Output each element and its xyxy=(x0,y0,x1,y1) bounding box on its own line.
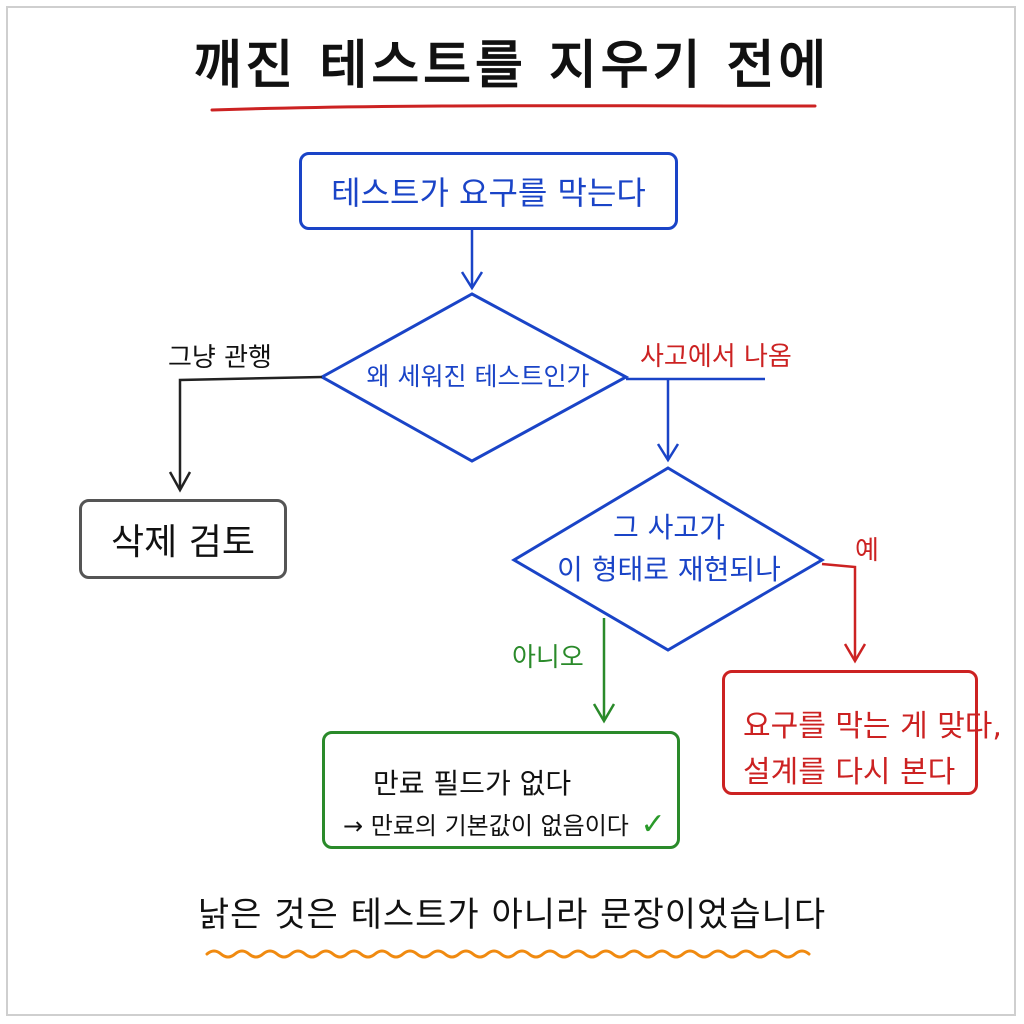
delete-node-label: 삭제 검토 xyxy=(111,522,255,563)
arrowhead-convention-to-delete xyxy=(168,471,192,493)
start-node: 테스트가 요구를 막는다 xyxy=(299,152,678,230)
delete-node: 삭제 검토 xyxy=(79,499,287,579)
footer-underline xyxy=(205,949,811,959)
arrow-yes-to-result xyxy=(821,562,857,660)
no-result-line2-text: → 만료의 기본값이 없음이다 xyxy=(343,812,629,840)
check-icon: ✓ xyxy=(640,807,666,842)
question1-diamond xyxy=(318,292,630,463)
edge-label-just-convention: 그냥 관행 xyxy=(168,343,272,373)
no-result-line2: → 만료의 기본값이 없음이다 ✓ xyxy=(343,806,666,842)
edge-label-from-incident: 사고에서 나옴 xyxy=(640,342,792,372)
title-underline xyxy=(210,104,817,112)
yes-result-node: 요구를 막는 게 맞다, 설계를 다시 본다 xyxy=(722,670,1002,795)
arrowhead-start-to-question1 xyxy=(460,271,484,291)
page-frame xyxy=(6,6,1016,1016)
arrowhead-incident-to-question2 xyxy=(656,443,680,463)
arrow-convention-to-delete xyxy=(178,375,323,488)
question2-diamond xyxy=(511,466,825,652)
question2-label-line2: 이 형태로 재현되나 xyxy=(557,553,781,586)
edge-label-yes: 예 xyxy=(855,536,879,566)
edge-label-no: 아니오 xyxy=(512,643,584,673)
no-result-line1: 만료 필드가 없다 xyxy=(373,767,572,800)
start-node-label: 테스트가 요구를 막는다 xyxy=(331,174,646,212)
page-title: 깨진 테스트를 지우기 전에 xyxy=(193,36,831,96)
footer-caption: 낡은 것은 테스트가 아니라 문장이었습니다 xyxy=(197,895,827,935)
yes-result-line1: 요구를 막는 게 맞다, xyxy=(743,709,1002,744)
arrowhead-yes-to-result xyxy=(843,643,867,664)
arrowhead-no-to-result xyxy=(592,703,616,724)
yes-result-line2: 설계를 다시 본다 xyxy=(743,755,956,790)
question1-label: 왜 세워진 테스트인가 xyxy=(366,362,590,391)
no-result-node: 만료 필드가 없다 → 만료의 기본값이 없음이다 ✓ xyxy=(322,731,680,849)
question2-label-line1: 그 사고가 xyxy=(613,511,725,544)
